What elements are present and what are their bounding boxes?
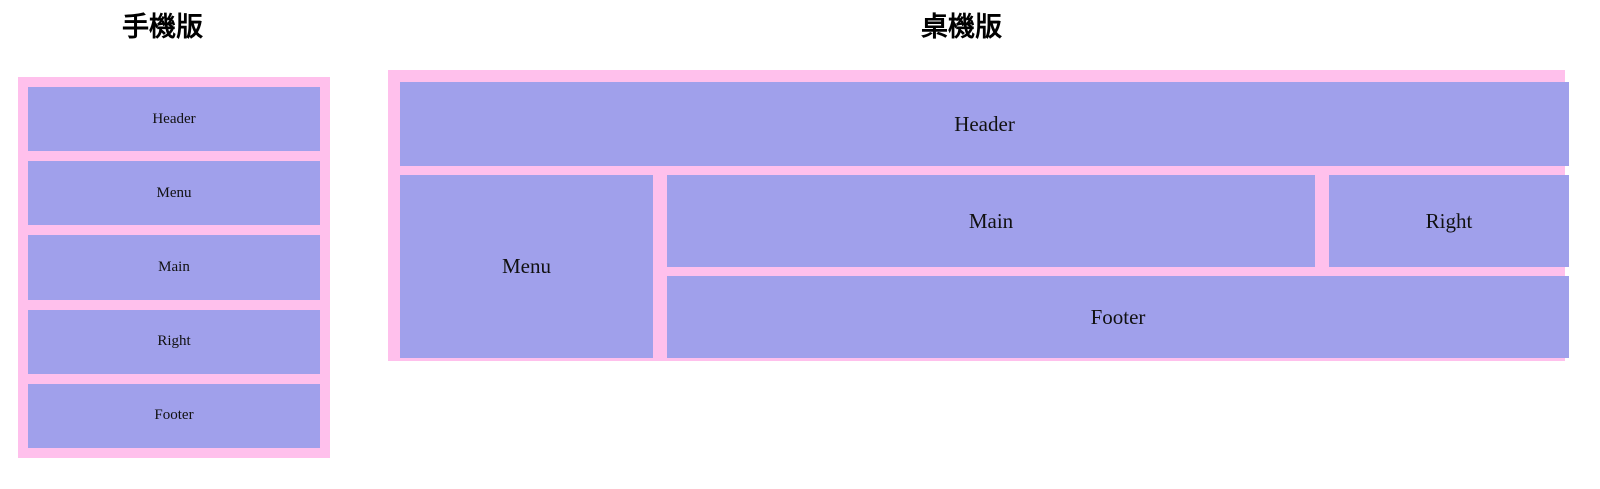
mobile-block-footer: Footer bbox=[28, 383, 320, 449]
desktop-block-footer: Footer bbox=[667, 276, 1569, 358]
desktop-block-menu: Menu bbox=[400, 175, 653, 358]
mobile-section-title: 手機版 bbox=[122, 12, 203, 42]
mobile-block-menu: Menu bbox=[28, 161, 320, 226]
mobile-block-main: Main bbox=[28, 235, 320, 300]
mobile-layout-diagram: Header Menu Main Right Footer bbox=[18, 77, 330, 458]
desktop-layout-diagram: Header Menu Main Right Footer bbox=[388, 70, 1569, 361]
mobile-block-right: Right bbox=[28, 309, 320, 374]
desktop-block-right: Right bbox=[1329, 175, 1569, 267]
desktop-section-title: 桌機版 bbox=[921, 12, 1002, 42]
desktop-block-header: Header bbox=[400, 82, 1569, 166]
desktop-block-main: Main bbox=[667, 175, 1315, 267]
mobile-block-header: Header bbox=[28, 87, 320, 152]
